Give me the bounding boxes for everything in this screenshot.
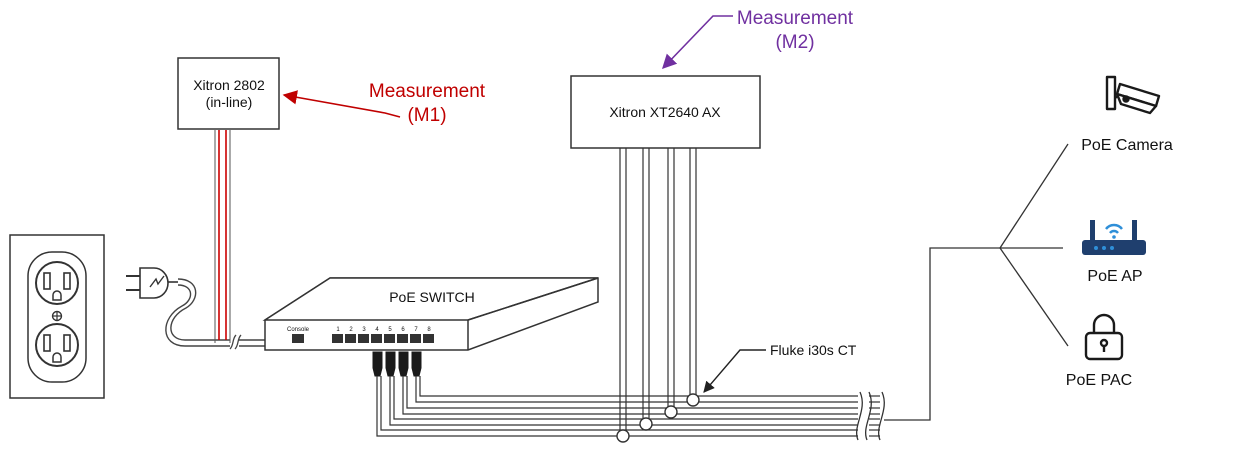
- power-cord: [165, 278, 265, 350]
- ethernet-plugs: [372, 351, 422, 377]
- measurement-m2-annotation: Measurement (M2): [662, 8, 854, 70]
- outlet-receptacle-bottom: [35, 323, 80, 367]
- xitron-2802-box: Xitron 2802 (in-line): [177, 57, 280, 130]
- ct-clamp: [664, 405, 678, 419]
- port-number: 4: [375, 327, 379, 333]
- outlet-receptacle-top: [35, 261, 80, 305]
- m2-label: Measurement: [737, 8, 854, 29]
- port-number: 1: [336, 327, 340, 333]
- ct-label: Fluke i30s CT: [770, 342, 857, 358]
- endpoint-poe-ap: PoE AP: [1082, 220, 1146, 285]
- xitron-xt2640-label: Xitron XT2640 AX: [609, 104, 721, 120]
- ethernet-ports: [332, 334, 434, 343]
- ct-clamp: [686, 393, 700, 407]
- console-port: [292, 334, 304, 343]
- measurement-m1-annotation: Measurement (M1): [282, 81, 486, 126]
- endpoint-poe-pac: PoE PAC: [1066, 313, 1132, 389]
- port-numbers: 1 2 3 4 5 6 7 8: [336, 327, 431, 333]
- xitron-2802-sublabel: (in-line): [206, 94, 253, 110]
- port-number: 8: [427, 327, 431, 333]
- m1-arrow: [282, 90, 401, 118]
- fluke-ct-callout: Fluke i30s CT: [703, 342, 857, 393]
- cable-break: [856, 391, 872, 441]
- padlock-icon: [1084, 313, 1124, 361]
- outlet-screw: [51, 310, 63, 322]
- m2-arrow: [662, 15, 733, 70]
- port-number: 5: [388, 327, 392, 333]
- power-cord-measurement-tap: [214, 130, 231, 343]
- poe-pac-label: PoE PAC: [1066, 372, 1132, 389]
- ethernet-cables: [376, 376, 858, 437]
- port-number: 7: [414, 327, 418, 333]
- m2-id: (M2): [775, 32, 814, 53]
- xitron-xt2640-box: Xitron XT2640 AX: [570, 75, 761, 149]
- poe-camera-label: PoE Camera: [1081, 137, 1173, 154]
- port-number: 6: [401, 327, 405, 333]
- ct-callout-arrow: [703, 349, 766, 393]
- console-port-label: Console: [287, 327, 310, 333]
- poe-switch-label: PoE SWITCH: [389, 289, 475, 305]
- security-camera-icon: [1105, 75, 1161, 115]
- wireless-router-icon: [1082, 220, 1146, 255]
- xitron-2802-label: Xitron 2802: [193, 77, 265, 93]
- current-transformers: [616, 393, 700, 443]
- endpoint-fanout: [884, 143, 1069, 421]
- port-number: 2: [349, 327, 353, 333]
- endpoint-poe-camera: PoE Camera: [1081, 75, 1173, 154]
- m1-label: Measurement: [369, 81, 486, 102]
- xt2640-measurement-leads: [619, 148, 697, 430]
- cable-break-right: [878, 391, 885, 441]
- wall-outlet: [9, 234, 105, 399]
- power-plug: [126, 267, 178, 299]
- m1-id: (M1): [407, 105, 446, 126]
- ct-clamp: [639, 417, 653, 431]
- poe-ap-label: PoE AP: [1087, 268, 1142, 285]
- port-number: 3: [362, 327, 366, 333]
- ct-clamp: [616, 429, 630, 443]
- poe-switch: PoE SWITCH Console 1 2 3 4 5 6 7 8: [262, 277, 599, 351]
